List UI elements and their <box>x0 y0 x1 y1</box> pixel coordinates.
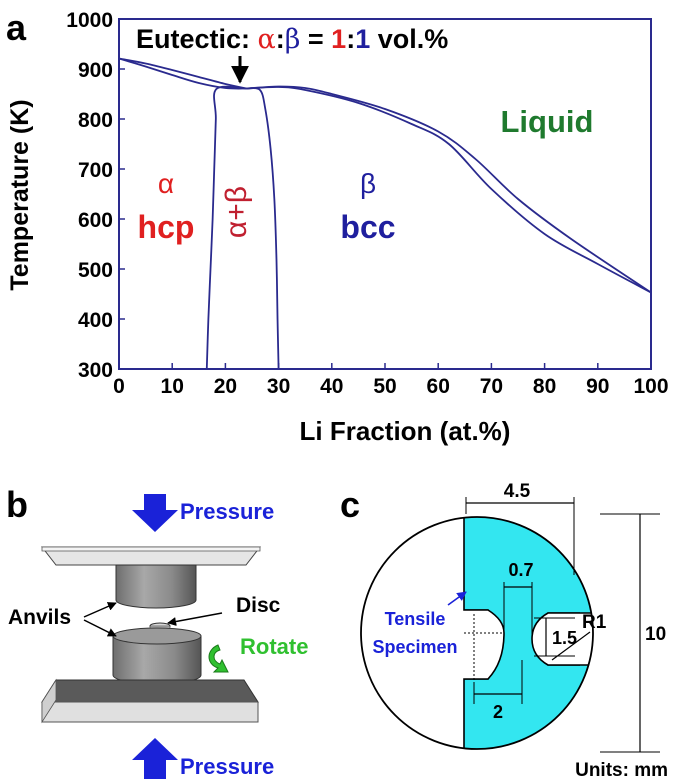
x-tick-label: 0 <box>113 375 125 398</box>
title-colon1: : <box>276 24 285 54</box>
alpha-beta-label: α+β <box>220 186 253 238</box>
bottom-plate <box>41 679 259 703</box>
x-tick-label: 20 <box>214 375 237 398</box>
y-tick-label: 300 <box>78 359 113 382</box>
phase-boundary-2 <box>118 57 247 90</box>
disc-label: Disc <box>236 594 281 617</box>
anvils-label: Anvils <box>8 606 71 629</box>
y-tick-label: 500 <box>78 259 113 282</box>
phase-boundaries <box>118 57 652 370</box>
phase-diagram-axes: 0 10 20 30 40 50 60 70 80 90 100 300 400 500 600 700 800… <box>66 9 668 398</box>
beta-phase-label: bcc <box>340 209 395 245</box>
panel-label-b: b <box>6 484 28 525</box>
y-tick-label: 700 <box>78 159 113 182</box>
tensile-label-line1: Tensile <box>385 609 446 629</box>
title-suffix: vol.% <box>370 24 448 54</box>
pressure-arrow-bottom-icon <box>132 738 178 779</box>
pressure-label-top: Pressure <box>180 499 274 524</box>
phase-boundary-6 <box>246 86 652 294</box>
liquid-label: Liquid <box>501 104 594 139</box>
panel-label-a: a <box>6 7 27 48</box>
title-colon2: : <box>346 24 355 54</box>
eutectic-title: Eutectic: α:β = 1:1 vol.% <box>136 24 448 55</box>
dim-width-label: 4.5 <box>504 481 531 502</box>
x-tick-label: 40 <box>320 375 343 398</box>
anvils-pointer-top <box>83 602 117 618</box>
y-tick-label: 800 <box>78 109 113 132</box>
x-tick-label: 100 <box>633 375 668 398</box>
top-plate-face <box>41 546 261 552</box>
y-axis-label: Temperature (K) <box>6 99 34 290</box>
rotate-arrow-icon <box>208 644 229 673</box>
phase-boundary-5 <box>246 85 652 294</box>
bottom-anvil-top <box>112 627 202 645</box>
alpha-symbol: α <box>158 168 174 199</box>
panel-c: c 4.5 0.7 1.5 2 R1 <box>340 481 668 781</box>
x-tick-label: 90 <box>586 375 609 398</box>
x-tick-label: 60 <box>427 375 450 398</box>
pressure-label-bottom: Pressure <box>180 754 274 779</box>
x-tick-label: 50 <box>373 375 396 398</box>
title-eq: = <box>300 24 331 54</box>
title-alpha: α <box>258 24 276 55</box>
panel-a: a 0 10 20 30 40 50 60 70 80 90 100 300 400 500 600 700 8… <box>6 7 669 446</box>
dim-neck-label: 0.7 <box>508 560 533 580</box>
alpha-beta-text: α+β <box>220 186 253 238</box>
x-tick-label: 70 <box>480 375 503 398</box>
bottom-plate-side <box>41 678 57 724</box>
title-beta: β <box>285 24 301 55</box>
hpt-disc-outline <box>360 516 594 750</box>
panel-label-c: c <box>340 484 360 525</box>
y-tick-label: 600 <box>78 209 113 232</box>
dim-shoulder-label: 2 <box>493 702 503 722</box>
title-prefix: Eutectic: <box>136 24 258 54</box>
pressure-arrow-top-icon <box>132 494 178 532</box>
anvils-pointer-bottom <box>83 619 117 637</box>
phase-boundary-1 <box>118 57 247 90</box>
dim-gauge-label: 1.5 <box>552 628 577 648</box>
bottom-plate-face <box>41 701 259 723</box>
y-tick-label: 1000 <box>66 9 113 32</box>
units-label: Units: mm <box>575 760 668 781</box>
disc-pointer <box>167 612 223 626</box>
dim-line-radius <box>551 631 591 661</box>
dim-radius-label: R1 <box>582 612 607 633</box>
title-one-b: 1 <box>355 24 370 54</box>
plot-frame <box>118 18 652 370</box>
x-axis-label: Li Fraction (at.%) <box>300 416 511 446</box>
title-one-a: 1 <box>331 24 346 54</box>
y-tick-label: 400 <box>78 309 113 332</box>
beta-symbol: β <box>360 168 376 199</box>
x-tick-label: 10 <box>161 375 184 398</box>
tensile-label-pointer <box>447 591 467 606</box>
y-tick-label: 900 <box>78 59 113 82</box>
tensile-label-line2: Specimen <box>372 637 457 657</box>
panel-b: b Pressure Disc Anvils Rotate Pressure <box>6 484 308 779</box>
alpha-phase-label: hcp <box>138 209 195 245</box>
rotate-label: Rotate <box>240 634 308 659</box>
x-tick-label: 30 <box>267 375 290 398</box>
top-anvil <box>115 564 197 609</box>
phase-boundary-4 <box>246 87 280 370</box>
x-tick-label: 80 <box>533 375 556 398</box>
phase-boundary-3 <box>205 85 247 370</box>
dim-diameter-label: 10 <box>645 624 666 645</box>
